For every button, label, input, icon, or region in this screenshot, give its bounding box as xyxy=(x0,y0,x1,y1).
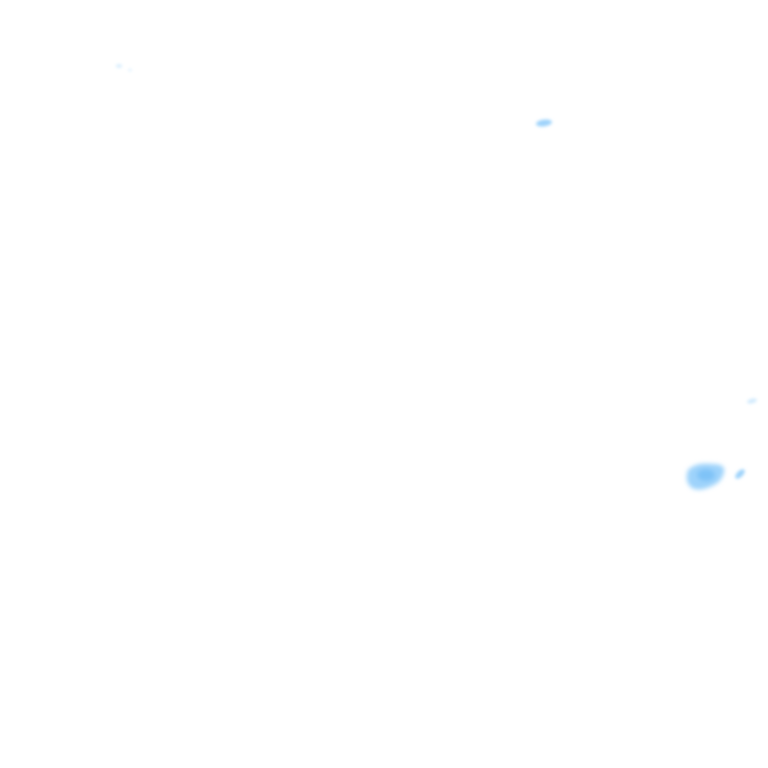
precip-blob-3 xyxy=(536,119,552,127)
precip-blob-4 xyxy=(747,398,757,404)
precip-blob-2 xyxy=(128,69,132,71)
precip-blob-5 xyxy=(735,469,745,479)
precip-blob-6-core xyxy=(697,469,715,481)
precip-blob-1 xyxy=(116,64,122,68)
